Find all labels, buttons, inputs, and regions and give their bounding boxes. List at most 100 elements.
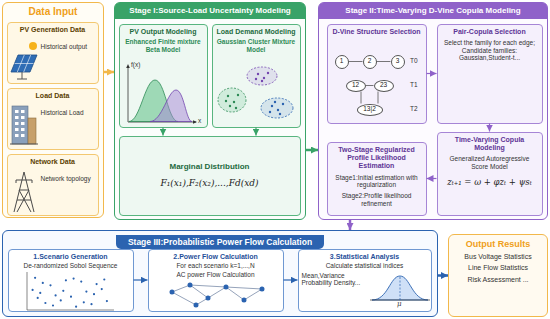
node-heading: 3.Statistical Analysis <box>302 253 428 261</box>
output-panel: Output ResultsBus Voltage StatisticsLine… <box>448 234 548 317</box>
bell-curve <box>372 276 428 300</box>
axis-label: f(x) <box>131 62 140 69</box>
stage-panel: Stage II:Time-Varying D-Vine Copula Mode… <box>318 2 548 220</box>
tower-icon <box>14 172 34 212</box>
axis-label: x <box>198 118 201 125</box>
node-heading: PV Generation Data <box>11 26 95 34</box>
vine-edge-node: 23 <box>374 80 394 92</box>
connector-line <box>377 61 391 62</box>
cluster-points <box>256 73 268 81</box>
cluster <box>247 67 277 85</box>
flow-arrow <box>489 124 490 132</box>
process-box: Pair-Copula SelectionSelect the family f… <box>437 24 543 124</box>
node-text: Gaussian Cluster Mixture Model <box>216 38 297 54</box>
node-heading: Stage II:Time-Varying D-Vine Copula Mode… <box>319 3 547 19</box>
axis-head <box>193 120 197 124</box>
flow-arrow <box>306 149 318 152</box>
node-heading: PV Output Modeling <box>123 28 204 36</box>
connector-line <box>378 92 379 104</box>
node-heading: 12 <box>352 82 359 89</box>
node-text: Stage1:Initial estimation with regulariz… <box>331 174 423 190</box>
beta-density-plot <box>126 64 197 124</box>
tree-level: T1 <box>410 82 418 89</box>
node-text: Enhanced Finite mixture Beta Model <box>123 38 204 54</box>
step-box: 3.Statistical AnalysisCalculate statisti… <box>298 249 432 312</box>
flow-arrow <box>427 178 437 179</box>
network-graph <box>172 285 262 305</box>
building <box>28 118 36 144</box>
node-heading: D-Vine Structure Selection <box>331 28 423 36</box>
node-heading: Two-Stage Regularized Profile Likelihood… <box>331 146 423 171</box>
process-box: Two-Stage Regularized Profile Likelihood… <box>327 142 427 216</box>
connector-line <box>366 85 374 86</box>
flow-arrow <box>134 279 148 280</box>
node-heading: 13|2 <box>363 106 376 113</box>
step-box: 2.Power Flow CalculationFor each scenari… <box>148 249 284 312</box>
flow-arrow <box>104 71 114 74</box>
node-text: Historical output <box>41 43 95 51</box>
node-heading: 2 <box>368 58 372 65</box>
node-heading: 23 <box>380 82 387 89</box>
panel-grid <box>15 55 34 72</box>
cluster <box>261 98 293 118</box>
vine-node: 1 <box>335 55 349 69</box>
data-box: PV Generation DataHistorical output <box>7 22 99 84</box>
vine-edge-node: 13|2 <box>357 104 383 116</box>
density-curve <box>150 90 192 122</box>
cluster-points <box>226 95 238 108</box>
cluster <box>218 88 246 112</box>
flow-arrow <box>284 279 298 280</box>
node-heading: Output Results <box>453 239 543 250</box>
node-heading: 2.Power Flow Calculation <box>152 253 280 261</box>
windows <box>15 110 25 137</box>
building <box>12 106 28 144</box>
vine-edge-node: 12 <box>346 80 366 92</box>
node-text: Line Flow Statistics <box>453 264 543 272</box>
node-text: Risk Assessment ... <box>453 276 543 284</box>
node-heading: 1.Scenario Generation <box>12 253 130 261</box>
tree-level: T0 <box>410 58 418 65</box>
vine-node: 3 <box>391 55 405 69</box>
node-heading: Load Demand Modeling <box>216 28 297 36</box>
node-heading: Network Data <box>11 158 95 166</box>
process-box: Marginal DistributionF₁(x₁),F₂(x₂),...,F… <box>119 136 301 216</box>
connector-line <box>349 61 363 62</box>
process-box: Time-Varying Copula ModelingGeneralized … <box>437 132 543 216</box>
sobol-scatter <box>27 272 114 310</box>
transmission-tower <box>14 172 34 212</box>
flow-arrow <box>349 220 352 230</box>
node-text: Calculate statistical indices <box>302 262 428 270</box>
sample-points <box>33 278 107 307</box>
stage-panel: Stage III:Probabilistic Power Flow Calcu… <box>2 230 438 317</box>
node-heading: Marginal Distribution <box>123 162 297 172</box>
grid-lines <box>172 285 262 305</box>
node-text: Generalized Autoregressive Score Model <box>441 155 539 171</box>
flow-arrow <box>438 274 448 277</box>
node-heading: Pair-Copula Selection <box>441 28 539 36</box>
axis-head <box>126 64 130 68</box>
grid-buses <box>172 285 262 305</box>
flow-arrow <box>255 128 256 136</box>
axis <box>128 66 196 122</box>
step-box: 1.Scenario GenerationDe-randomized Sobol… <box>8 249 134 312</box>
normal-curve <box>370 276 430 300</box>
node-text: For each scenario k=1,...,N <box>152 262 280 270</box>
node-text: AC power Flow Calculation <box>152 271 280 279</box>
node-heading: Data Input <box>3 3 103 18</box>
sun <box>29 42 37 50</box>
node-text: De-randomized Sobol Sequence <box>12 262 130 270</box>
node-heading: Time-Varying Copula Modeling <box>441 136 539 153</box>
node-heading: Stage III:Probabilistic Power Flow Calcu… <box>116 235 324 249</box>
node-text: Historical Load <box>41 109 95 117</box>
building-icon <box>10 106 38 144</box>
node-text: Bus Voltage Statistics <box>453 253 543 261</box>
node-text: zₜ₊₁ = ω + φzₜ + ψsₜ <box>441 177 539 187</box>
ground <box>10 144 38 145</box>
node-heading: 3 <box>396 58 400 65</box>
panel-stand <box>17 72 27 79</box>
flow-arrow <box>427 73 437 74</box>
node-heading: Load Data <box>11 92 95 100</box>
panel <box>11 55 37 72</box>
node-text: Network topology <box>41 175 95 183</box>
mean-symbol: μ <box>397 301 402 308</box>
